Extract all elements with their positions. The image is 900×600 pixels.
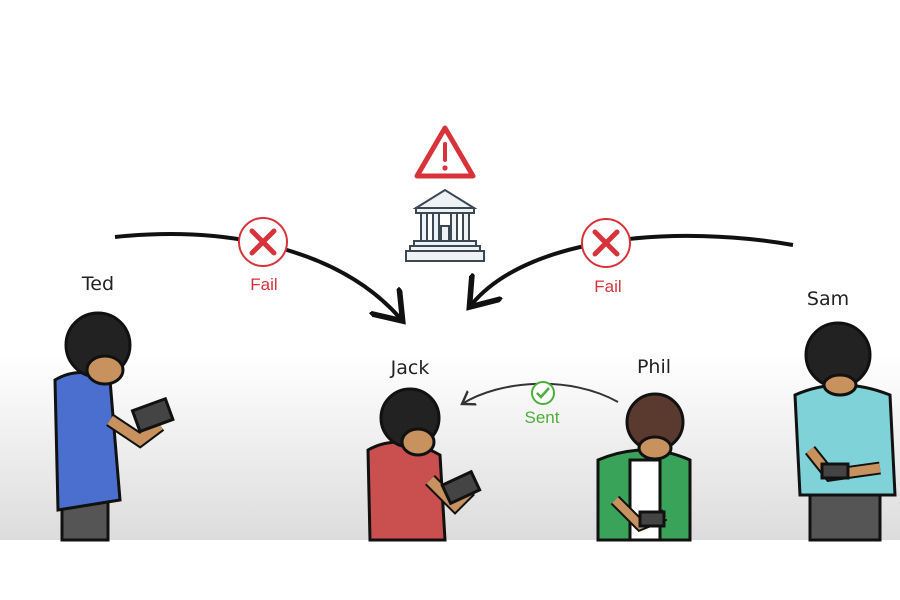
person-ted: [53, 311, 175, 542]
fail-x-icon: [238, 217, 288, 267]
person-label-ted: Ted: [81, 273, 115, 295]
person-label-phil: Phil: [636, 356, 672, 378]
person-jack: [366, 387, 482, 542]
status-fail-left: Fail: [250, 275, 278, 294]
sent-check-icon: [531, 381, 555, 405]
person-sam: [793, 321, 897, 542]
warning-icon: [414, 125, 476, 179]
arrow-sam-to-jack: [472, 233, 794, 304]
status-sent: Sent: [524, 408, 560, 427]
person-label-sam: Sam: [806, 288, 850, 310]
fail-x-icon: [581, 218, 631, 268]
bank-icon: [405, 188, 485, 262]
person-phil: [596, 392, 692, 542]
status-fail-right: Fail: [594, 277, 622, 296]
person-label-jack: Jack: [390, 357, 430, 379]
